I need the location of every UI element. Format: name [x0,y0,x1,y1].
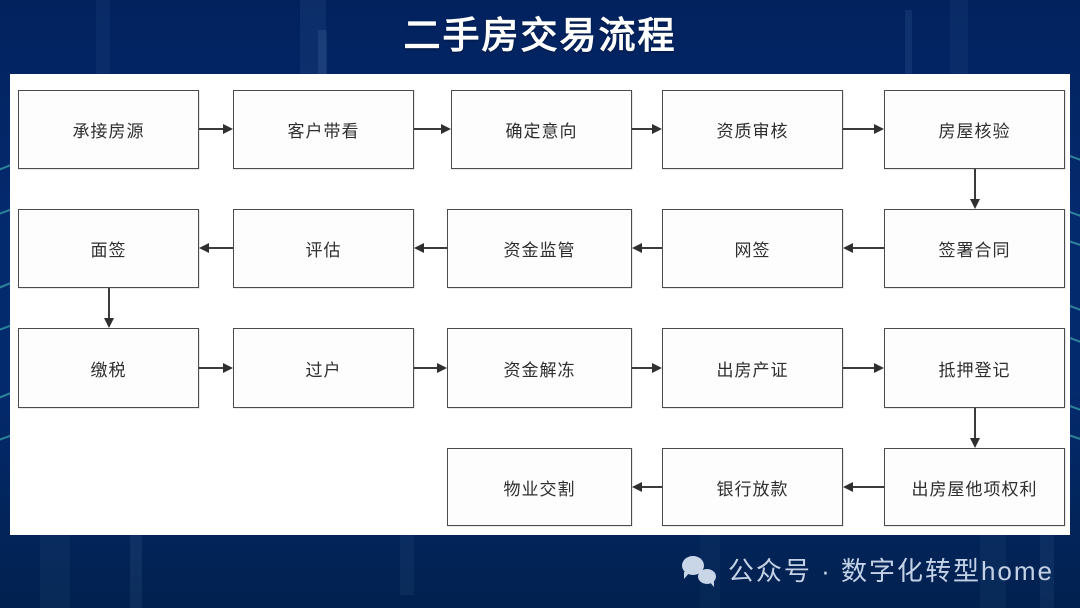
flow-node-label: 资金解冻 [503,360,576,380]
flow-node[interactable]: 客户带看 [233,90,414,169]
flow-node-label: 签署合同 [938,241,1011,260]
arrow-left-icon [632,243,642,253]
flow-node-label: 承接房源 [72,122,145,141]
flow-node-label: 网签 [734,241,771,260]
slide-header: 二手房交易流程 [0,0,1080,74]
flow-node[interactable]: 抵押登记 [884,328,1065,408]
connector-wangqian-to-zijin [632,236,662,260]
connector-mianqian-to-jiaoshui [97,288,121,328]
flowchart-panel: 承接房源 客户带看 确定意向 资质审核 房屋核验面签 评估 资金监管 网签 签署合同缴税 过户 资金… [10,74,1070,535]
wechat-icon [681,555,716,587]
connector-jiedong-to-chanzheng [632,356,662,380]
connector-zijin-to-pinggu [414,236,447,260]
slide-footer: 公众号 · 数字化转型home [0,535,1080,608]
arrow-left-icon [843,243,853,253]
arrow-right-icon [223,363,233,373]
arrow-right-icon [223,124,233,134]
arrow-down-icon [103,318,114,328]
flow-node-label: 确定意向 [505,122,578,141]
connector-jiaoshui-to-guohu [199,356,233,380]
flow-node-label: 出房屋他项权利 [911,479,1038,499]
flow-node[interactable]: 签署合同 [884,209,1065,288]
flow-node-label: 出房产证 [716,360,789,380]
arrow-left-icon [414,243,424,253]
flow-node[interactable]: 银行放款 [662,448,843,526]
footer-brand-label: 公众号 · 数字化转型home [727,556,1054,586]
arrow-right-icon [874,363,884,373]
flow-node-label: 物业交割 [503,479,576,499]
flow-node[interactable]: 出房产证 [662,328,843,408]
connector-kehu-to-queding [414,117,451,141]
flow-node[interactable]: 出房屋他项权利 [884,448,1065,526]
flow-node[interactable]: 资质审核 [662,90,843,169]
flow-node-label: 评估 [305,241,342,260]
flow-node-label: 银行放款 [716,479,789,499]
arrow-left-icon [843,482,853,492]
flow-node[interactable]: 承接房源 [18,90,199,169]
arrow-left-icon [199,243,209,253]
flow-node-label: 面签 [90,241,127,260]
arrow-down-icon [969,438,980,448]
flow-node[interactable]: 网签 [662,209,843,288]
arrow-right-icon [437,363,447,373]
flow-node-label: 客户带看 [287,122,360,141]
connector-chengjie-to-kehu [199,117,233,141]
flow-node-label: 资金监管 [503,241,576,260]
connector-yinhang-to-wuye [632,475,662,499]
flow-node[interactable]: 面签 [18,209,199,288]
flow-node[interactable]: 缴税 [18,328,199,408]
flow-node[interactable]: 物业交割 [447,448,632,526]
connector-zizhi-to-fangwu [843,117,884,141]
connector-queding-to-zizhi [632,117,662,141]
arrow-right-icon [441,124,451,134]
connector-taxiang-to-yinhang [843,475,884,499]
connector-diya-to-taxiang [963,408,987,448]
flow-node[interactable]: 资金解冻 [447,328,632,408]
arrow-right-icon [874,124,884,134]
connector-guohu-to-jiedong [414,356,447,380]
flow-node[interactable]: 资金监管 [447,209,632,288]
arrow-right-icon [652,124,662,134]
flow-node[interactable]: 房屋核验 [884,90,1065,169]
flow-node[interactable]: 确定意向 [451,90,632,169]
page-title: 二手房交易流程 [403,15,677,56]
footer-brand: 公众号 · 数字化转型home [681,551,1054,588]
flow-node-label: 资质审核 [716,122,789,141]
arrow-down-icon [969,199,980,209]
arrow-right-icon [652,363,662,373]
flow-node[interactable]: 评估 [233,209,414,288]
connector-pinggu-to-mianqian [199,236,233,260]
flow-node-label: 缴税 [90,360,127,380]
flow-node-label: 房屋核验 [938,122,1011,141]
flow-node[interactable]: 过户 [233,328,414,408]
connector-fangwu-to-qianshu [963,169,987,209]
flow-node-label: 抵押登记 [938,360,1011,380]
connector-qianshu-to-wangqian [843,236,884,260]
connector-chanzheng-to-diya [843,356,884,380]
flow-node-label: 过户 [305,360,342,380]
arrow-left-icon [632,482,642,492]
